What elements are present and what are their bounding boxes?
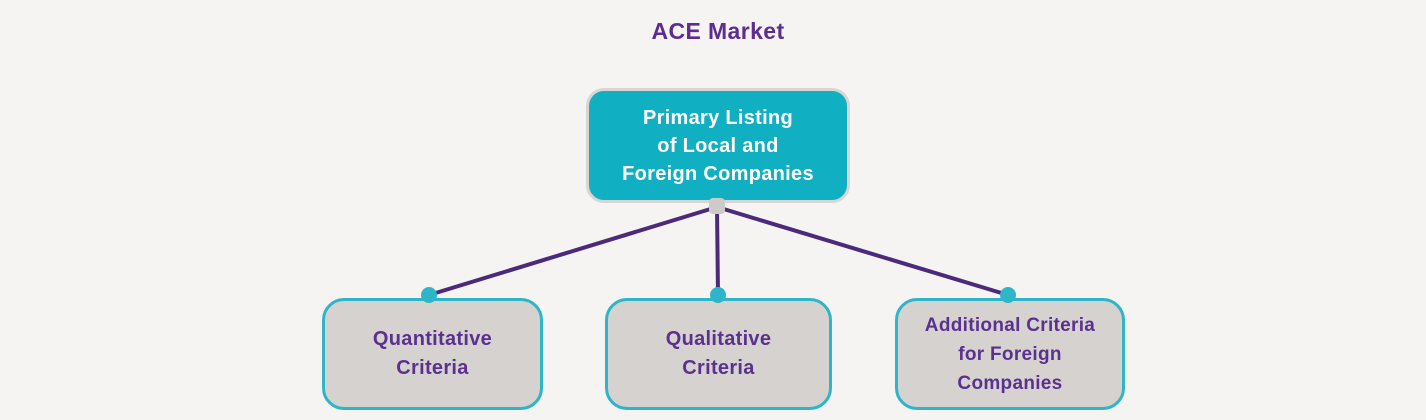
node-additional-label: Additional Criteria for Foreign Companie…: [924, 314, 1096, 394]
root-node-primary-listing: Primary Listing of Local and Foreign Com…: [586, 88, 850, 203]
root-node-label: Primary Listing of Local and Foreign Com…: [622, 106, 814, 185]
connector-line-right: [716, 205, 1009, 297]
node-quantitative-criteria: Quantitative Criteria: [322, 298, 543, 410]
connector-line-left: [428, 205, 718, 297]
node-quantitative-label: Quantitative Criteria: [372, 328, 493, 379]
diagram-title: ACE Market: [651, 18, 785, 44]
node-qualitative-label: Qualitative Criteria: [665, 328, 772, 379]
node-qualitative-criteria: Qualitative Criteria: [605, 298, 832, 410]
junction-dot: [709, 198, 725, 214]
connector-line-middle: [715, 206, 720, 296]
node-additional-criteria: Additional Criteria for Foreign Companie…: [895, 298, 1125, 410]
